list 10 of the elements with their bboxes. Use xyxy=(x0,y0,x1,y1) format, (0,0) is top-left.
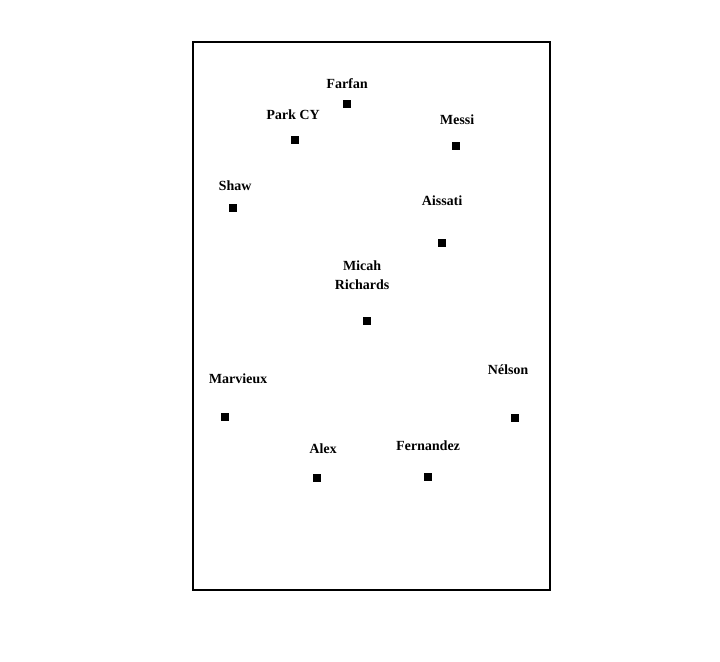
player-name: Aissati xyxy=(420,193,464,211)
player-name: Fernandez xyxy=(395,438,461,456)
player-name: Marvieux xyxy=(208,371,268,389)
player-name: Alex xyxy=(308,441,338,459)
player-name: Farfan xyxy=(325,76,369,94)
player-name: Nélson xyxy=(486,362,530,380)
player-name: Shaw xyxy=(218,178,252,196)
player-name: Messi xyxy=(438,112,476,130)
player-name: Park CY xyxy=(265,107,321,125)
player-name: Micah Richards xyxy=(334,258,390,295)
